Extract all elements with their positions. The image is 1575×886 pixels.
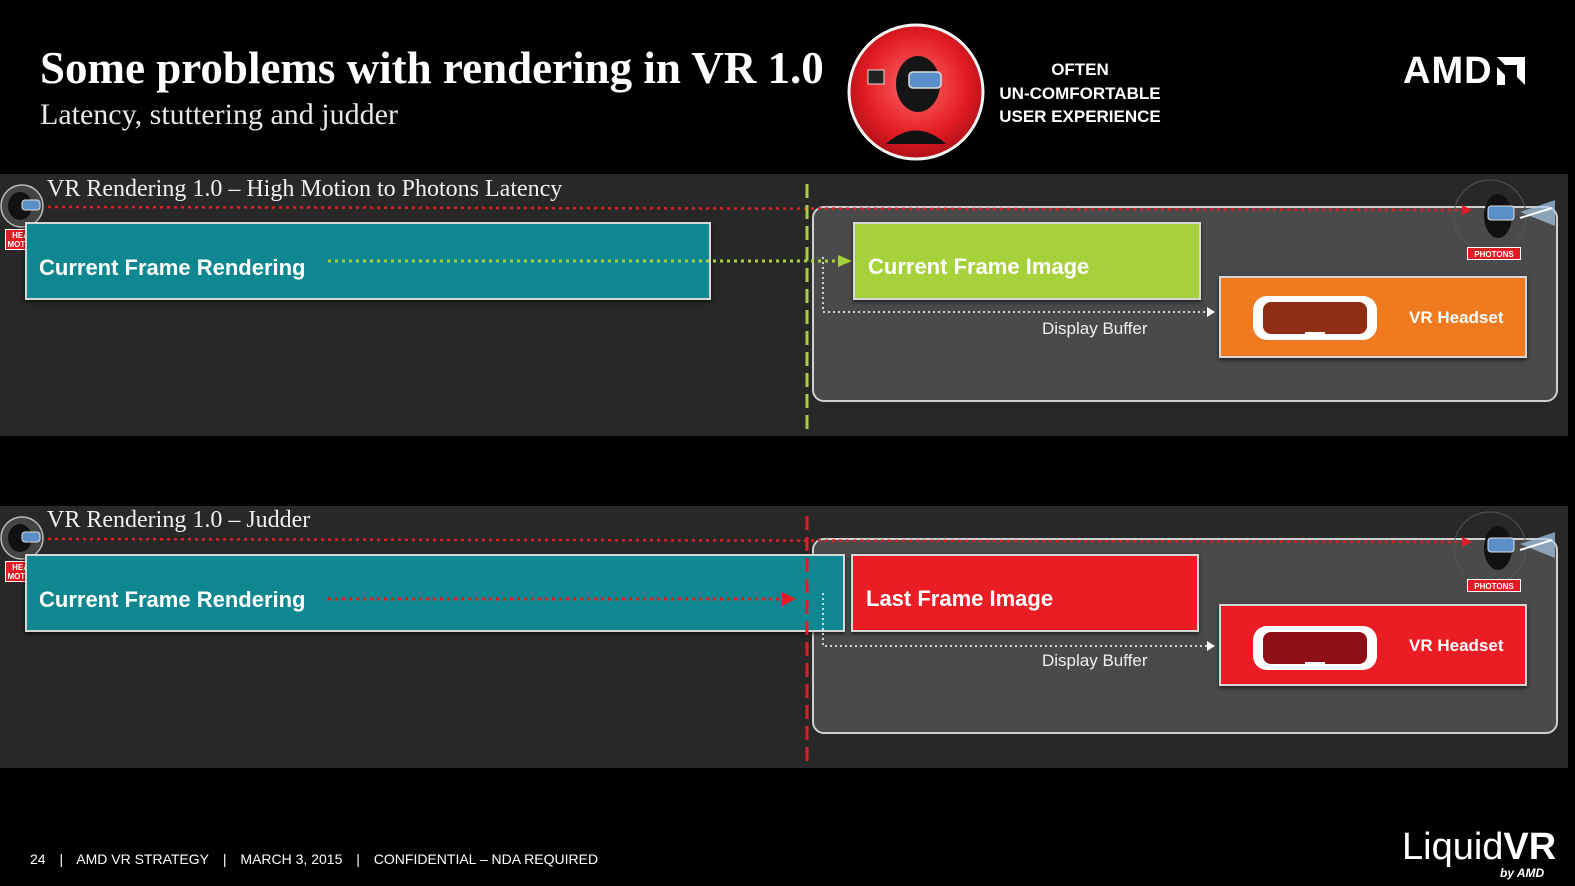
photons-icon (1453, 511, 1555, 580)
latency-panel-title: VR Rendering 1.0 – High Motion to Photon… (47, 176, 563, 202)
footer-separator: | (222, 851, 227, 867)
footer-page: 24 (30, 851, 46, 867)
page-subtitle: Latency, stuttering and judder (40, 98, 398, 131)
footer-separator: | (59, 851, 64, 867)
frame-image-label: Last Frame Image (866, 586, 1054, 611)
photons-icon (1453, 179, 1555, 248)
headset-box: VR Headset (1219, 604, 1527, 686)
head-motion-icon (0, 184, 44, 228)
display-buffer-arrow (822, 257, 1215, 317)
vr-user-icon (847, 23, 985, 161)
logo-liquid: Liquid (1402, 826, 1504, 868)
head-tag-line-1: HEAD (12, 231, 35, 240)
render-bar-label: Current Frame Rendering (39, 587, 306, 612)
head-tag-line-2: MOTION (7, 572, 40, 581)
vr-headset-icon (1253, 626, 1377, 670)
render-to-frame-arrow (328, 255, 852, 267)
logo-vr: VR (1503, 826, 1557, 868)
headset-label: VR Headset (1409, 308, 1504, 327)
head-motion-icon (0, 516, 44, 560)
page-title: Some problems with rendering in VR 1.0 (40, 43, 824, 93)
headset-box: VR Headset (1219, 276, 1527, 358)
footer-confidential: CONFIDENTIAL – NDA REQUIRED (373, 851, 599, 867)
judder-panel-title: VR Rendering 1.0 – Judder (47, 507, 311, 533)
frame-image-box: Current Frame Image (853, 222, 1201, 300)
footer-separator: | (356, 851, 360, 867)
footer-date: MARCH 3, 2015 (240, 851, 343, 867)
amd-logo: AMD (1403, 50, 1525, 93)
head-tag-line-1: HEAD (12, 563, 35, 572)
photons-tag: PHOTONS (1467, 579, 1521, 592)
logo-by-amd: by AMD (1500, 866, 1545, 880)
motion-to-photons-line (47, 537, 1472, 547)
footer: 24 | AMD VR STRATEGY | MARCH 3, 2015 | C… (30, 851, 608, 867)
liquidvr-logo: LiquidVR (1402, 826, 1556, 869)
headset-label: VR Headset (1409, 636, 1504, 655)
vsync-line (805, 184, 809, 436)
warning-line-2: UN-COMFORTABLE (999, 83, 1161, 103)
motion-to-photons-line (47, 205, 1472, 215)
vr-headset-icon (1253, 296, 1377, 340)
photons-tag: PHOTONS (1467, 247, 1521, 260)
amd-logo-text: AMD (1403, 50, 1493, 92)
render-bar-label: Current Frame Rendering (39, 255, 306, 280)
warning-text: OFTEN UN-COMFORTABLE USER EXPERIENCE (985, 58, 1175, 129)
render-to-frame-arrow (328, 592, 796, 606)
warning-line-3: USER EXPERIENCE (999, 107, 1161, 126)
warning-line-1: OFTEN (1051, 60, 1109, 79)
display-buffer-arrow (822, 593, 1215, 651)
frame-image-box: Last Frame Image (851, 554, 1199, 632)
render-bar: Current Frame Rendering (25, 554, 845, 632)
head-tag-line-2: MOTION (7, 240, 40, 249)
vsync-line (805, 516, 809, 768)
display-buffer-label: Display Buffer (1042, 319, 1148, 338)
footer-strategy: AMD VR STRATEGY (76, 851, 209, 867)
display-buffer-label: Display Buffer (1042, 651, 1148, 670)
frame-image-label: Current Frame Image (868, 254, 1090, 279)
amd-arrow-icon (1496, 57, 1525, 85)
